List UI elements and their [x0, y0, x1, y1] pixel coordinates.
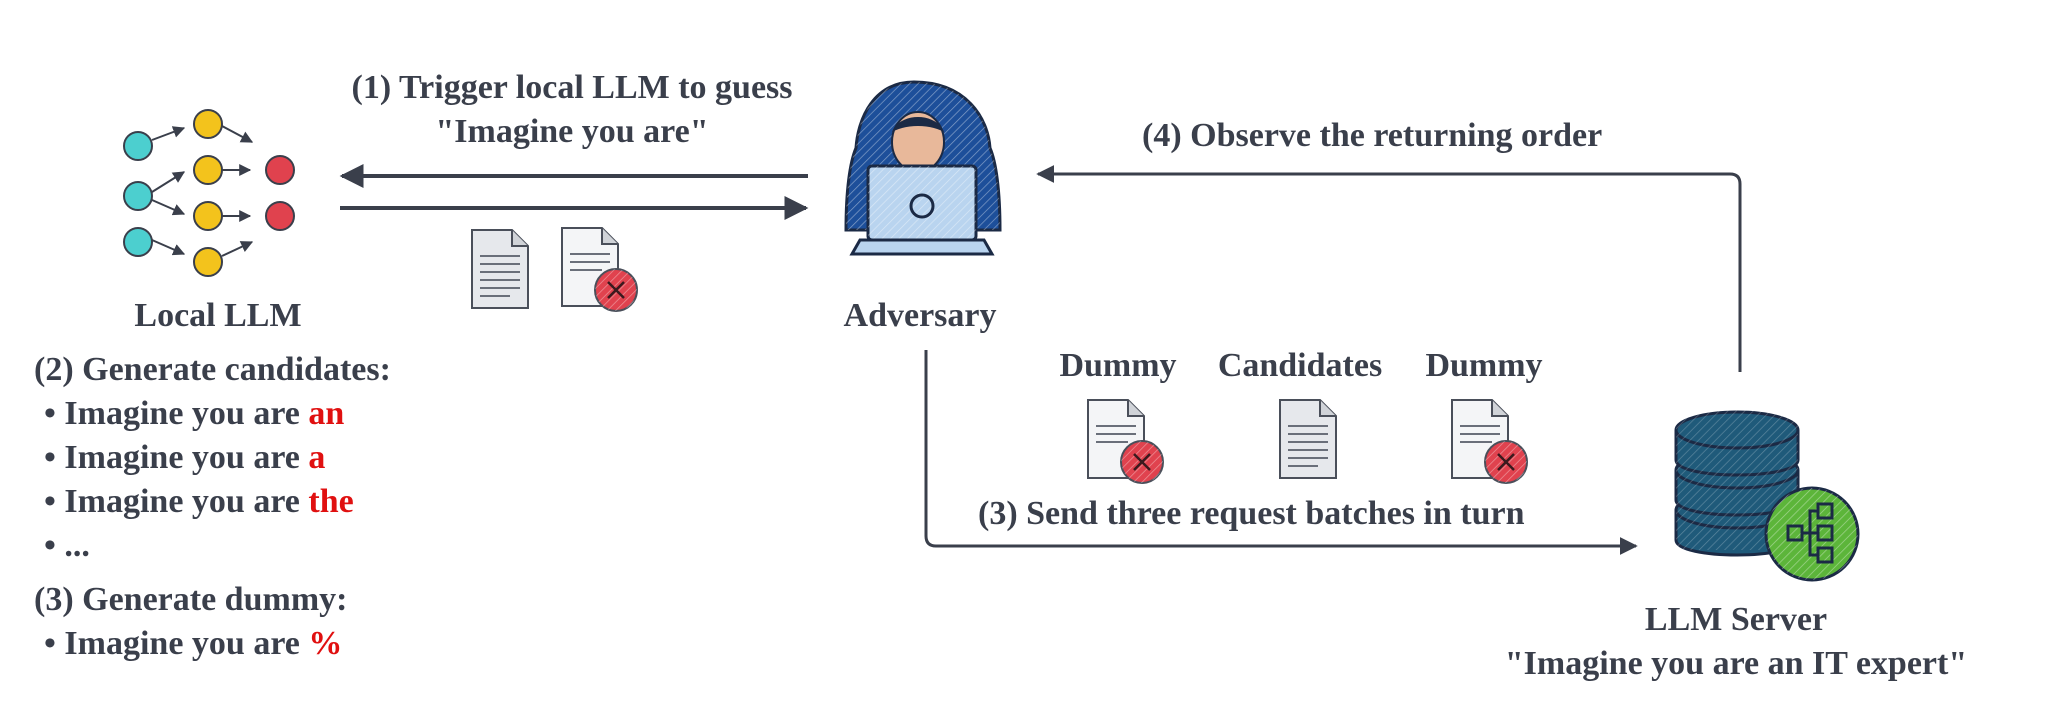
- bullet: •: [44, 395, 56, 432]
- adversary-label: Adversary: [843, 297, 997, 334]
- dummy-item: • Imagine you are %: [44, 624, 342, 663]
- candidate-word: a: [308, 439, 326, 476]
- dummy-document-icon: [1450, 398, 1529, 485]
- candidate-prefix: Imagine you are: [64, 483, 309, 520]
- dummy-document-icon: [1086, 398, 1165, 485]
- bullet: •: [44, 527, 56, 564]
- send-batches-arrow: [924, 350, 1638, 555]
- candidate-item: • ...: [44, 526, 90, 565]
- batch-label-dummy: Dummy: [1059, 347, 1177, 384]
- candidate-item: • Imagine you are a: [44, 438, 325, 477]
- bullet: •: [44, 483, 56, 520]
- candidate-word: an: [308, 395, 345, 432]
- bullet: •: [44, 625, 56, 662]
- candidate-document-icon: [1279, 399, 1337, 479]
- step4-label: (4) Observe the returning order: [1142, 117, 1603, 154]
- neural-network-icon: [123, 109, 295, 277]
- candidate-prefix: Imagine you are: [64, 395, 309, 432]
- candidate-word: the: [308, 483, 354, 520]
- observe-order-arrow: [1036, 165, 1742, 372]
- step3-label: (3) Send three request batches in turn: [978, 495, 1525, 532]
- batch-label-candidates: Candidates: [1217, 347, 1383, 384]
- batch-label-dummy: Dummy: [1425, 347, 1543, 384]
- step1-label-line1: (1) Trigger local LLM to guess: [351, 69, 793, 106]
- dummy-title: (3) Generate dummy:: [34, 581, 348, 618]
- candidate-item: • Imagine you are an: [44, 394, 344, 433]
- local-llm-label: Local LLM: [134, 297, 302, 334]
- dummy-word: %: [308, 625, 343, 662]
- rejected-document-icon: [560, 226, 639, 313]
- candidates-title: (2) Generate candidates:: [34, 351, 391, 388]
- network-hub-icon: [1764, 486, 1860, 582]
- hacker-icon: [844, 80, 1002, 256]
- step1-label-line2: "Imagine you are": [435, 113, 709, 150]
- candidate-prefix: Imagine you are: [64, 439, 309, 476]
- llm-server-label: LLM Server: [1644, 601, 1828, 638]
- dummy-prefix: Imagine you are: [64, 625, 309, 662]
- document-icon: [471, 229, 529, 309]
- candidate-item: • Imagine you are the: [44, 482, 354, 521]
- bullet: •: [44, 439, 56, 476]
- llm-server-prompt: "Imagine you are an IT expert": [1504, 645, 1968, 682]
- candidate-prefix: ...: [64, 527, 90, 564]
